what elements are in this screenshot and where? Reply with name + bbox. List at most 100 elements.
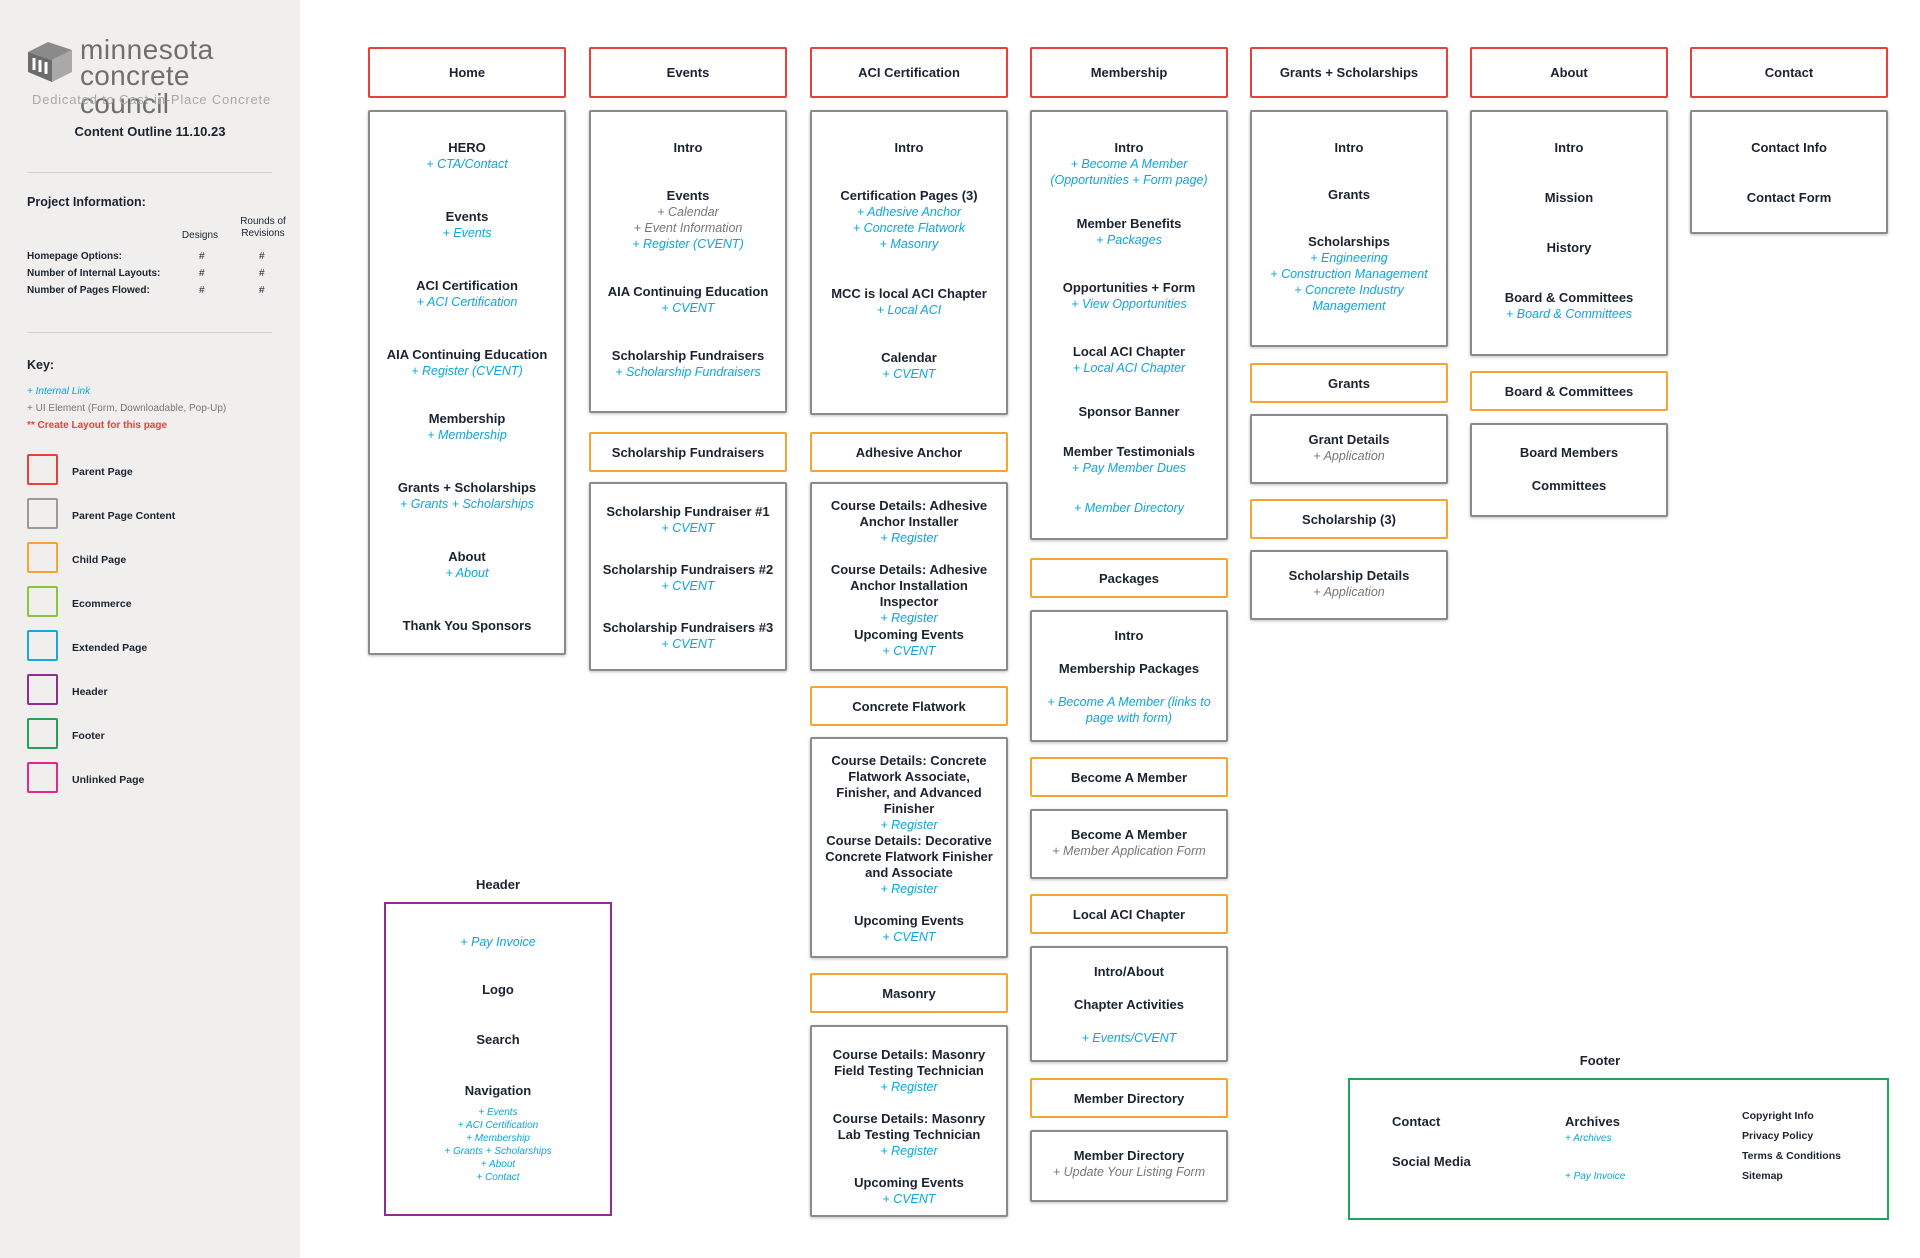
child-page-title: Grants bbox=[1328, 375, 1370, 391]
content-item-title: Intro bbox=[1334, 140, 1364, 155]
internal-link[interactable]: + Concrete Flatwork bbox=[852, 221, 966, 235]
swatch-label: Child Page bbox=[72, 554, 127, 566]
content-item-title: Events bbox=[445, 209, 489, 224]
internal-link[interactable]: + Register bbox=[880, 531, 938, 545]
project-row-designs: # bbox=[199, 251, 205, 262]
project-info-title: Project Information: bbox=[27, 195, 146, 209]
pay-invoice-link[interactable]: + Pay Invoice bbox=[460, 935, 536, 949]
content-item-title: Local ACI Chapter bbox=[1072, 344, 1186, 359]
internal-link[interactable]: + Board & Committees bbox=[1505, 307, 1633, 321]
child-page-title: Become A Member bbox=[1070, 769, 1188, 785]
internal-link[interactable]: + Packages bbox=[1096, 233, 1162, 247]
footer-privacy: Privacy Policy bbox=[1742, 1130, 1814, 1142]
internal-link[interactable]: + CVENT bbox=[882, 1192, 936, 1206]
ui-element[interactable]: + Update Your Listing Form bbox=[1052, 1165, 1206, 1179]
internal-link[interactable]: + Grants + Scholarships bbox=[399, 497, 535, 511]
grants-content: Intro Grants Scholarships+ Engineering+ … bbox=[1250, 110, 1448, 347]
internal-link[interactable]: + Scholarship Fundraisers bbox=[615, 365, 761, 379]
internal-link[interactable]: + Member Directory bbox=[1073, 501, 1185, 515]
content-item-title: Scholarship Fundraisers bbox=[611, 348, 765, 363]
page-aci-certification: ACI Certification bbox=[810, 47, 1008, 98]
internal-link[interactable]: + CVENT bbox=[661, 301, 715, 315]
content-item-title: Course Details: Adhesive Anchor Installa… bbox=[830, 562, 988, 609]
become-a-member-content: Become A Member+ Member Application Form bbox=[1030, 809, 1228, 879]
footer-archives-link[interactable]: + Archives bbox=[1565, 1133, 1612, 1144]
rounds-column-header: Rounds of Revisions bbox=[240, 216, 286, 239]
ui-element[interactable]: + Member Application Form bbox=[1052, 844, 1206, 858]
content-item-title: MCC is local ACI Chapter bbox=[831, 286, 987, 301]
internal-link[interactable]: + Membership bbox=[427, 428, 507, 442]
swatch-unlinked-page bbox=[27, 762, 58, 793]
content-item-title: Course Details: Adhesive Anchor Installe… bbox=[830, 498, 988, 529]
internal-link[interactable]: + Register bbox=[880, 611, 938, 625]
swatch-ecommerce bbox=[27, 586, 58, 617]
internal-link[interactable]: + Construction Management bbox=[1270, 267, 1428, 281]
footer-pay-invoice-link[interactable]: + Pay Invoice bbox=[1565, 1171, 1626, 1182]
nav-link-events[interactable]: + Events bbox=[478, 1107, 518, 1118]
internal-link[interactable]: + CVENT bbox=[661, 579, 715, 593]
header-search-item: Search bbox=[476, 1032, 520, 1047]
key-create-layout: ** Create Layout for this page bbox=[27, 420, 168, 431]
key-ui-element: + UI Element (Form, Downloadable, Pop-Up… bbox=[27, 403, 227, 414]
internal-link[interactable]: + Register bbox=[880, 882, 938, 896]
content-item-title: Mission bbox=[1544, 190, 1594, 205]
internal-link[interactable]: + Adhesive Anchor bbox=[856, 205, 962, 219]
brand-line1: minnesota bbox=[80, 34, 214, 65]
internal-link[interactable]: + Local ACI bbox=[876, 303, 942, 317]
internal-link[interactable]: + Register (CVENT) bbox=[411, 364, 523, 378]
internal-link[interactable]: + Become A Member bbox=[1070, 157, 1188, 171]
ui-element[interactable]: + Calendar bbox=[657, 205, 719, 219]
nav-link-contact[interactable]: + Contact bbox=[476, 1172, 520, 1183]
internal-link[interactable]: + CVENT bbox=[882, 930, 936, 944]
internal-link[interactable]: + Become A Member (links to bbox=[1047, 695, 1211, 709]
internal-link[interactable]: + CVENT bbox=[882, 644, 936, 658]
internal-link[interactable]: + CVENT bbox=[882, 367, 936, 381]
page-membership: Membership bbox=[1030, 47, 1228, 98]
header-logo-item: Logo bbox=[482, 982, 514, 997]
internal-link[interactable]: (Opportunities + Form page) bbox=[1050, 173, 1208, 187]
membership-content: Intro+ Become A Member(Opportunities + F… bbox=[1030, 110, 1228, 540]
ui-element[interactable]: + Event Information bbox=[633, 221, 743, 235]
internal-link[interactable]: + Concrete Industry bbox=[1294, 283, 1404, 297]
internal-link[interactable]: + CVENT bbox=[661, 637, 715, 651]
nav-link-grants-scholarships[interactable]: + Grants + Scholarships bbox=[444, 1146, 552, 1157]
about-content: Intro Mission History Board & Committees… bbox=[1470, 110, 1668, 356]
internal-link[interactable]: + Events/CVENT bbox=[1081, 1031, 1177, 1045]
internal-link[interactable]: + Pay Member Dues bbox=[1071, 461, 1187, 475]
nav-link-about[interactable]: + About bbox=[480, 1159, 516, 1170]
swatch-parent-page bbox=[27, 454, 58, 485]
internal-link[interactable]: + Masonry bbox=[879, 237, 939, 251]
internal-link[interactable]: + Register bbox=[880, 818, 938, 832]
swatch-label: Header bbox=[72, 686, 108, 698]
internal-link[interactable]: + Engineering bbox=[1310, 251, 1388, 265]
project-row-rounds: # bbox=[259, 251, 265, 262]
child-page-title: Adhesive Anchor bbox=[855, 444, 963, 460]
ui-element[interactable]: + Application bbox=[1313, 585, 1385, 599]
mcc-logo-mark-icon bbox=[28, 42, 72, 82]
content-item-title: Board Members bbox=[1519, 445, 1619, 460]
nav-link-aci-certification[interactable]: + ACI Certification bbox=[457, 1120, 539, 1131]
internal-link[interactable]: + Register bbox=[880, 1144, 938, 1158]
footer-sitemap: Sitemap bbox=[1742, 1170, 1783, 1182]
footer-copyright: Copyright Info bbox=[1742, 1110, 1814, 1122]
internal-link[interactable]: + About bbox=[445, 566, 489, 580]
project-row-label: Number of Internal Layouts: bbox=[27, 268, 161, 279]
internal-link[interactable]: Management bbox=[1312, 299, 1386, 313]
page-grants-scholarships: Grants + Scholarships bbox=[1250, 47, 1448, 98]
nav-link-membership[interactable]: + Membership bbox=[466, 1133, 530, 1144]
internal-link[interactable]: + Events bbox=[442, 226, 492, 240]
internal-link[interactable]: + Register bbox=[880, 1080, 938, 1094]
internal-link[interactable]: page with form) bbox=[1085, 711, 1173, 725]
content-item-title: Scholarship Fundraisers #3 bbox=[602, 620, 774, 635]
internal-link[interactable]: + View Opportunities bbox=[1071, 297, 1187, 311]
internal-link[interactable]: + CVENT bbox=[661, 521, 715, 535]
internal-link[interactable]: + CTA/Contact bbox=[426, 157, 508, 171]
internal-link[interactable]: + Local ACI Chapter bbox=[1072, 361, 1186, 375]
content-item-title: Events bbox=[666, 188, 710, 203]
internal-link[interactable]: + ACI Certification bbox=[416, 295, 518, 309]
ui-element[interactable]: + Application bbox=[1313, 449, 1385, 463]
content-item-title: Membership Packages bbox=[1058, 661, 1200, 676]
project-row-designs: # bbox=[199, 285, 205, 296]
content-item-title: AIA Continuing Education bbox=[386, 347, 548, 362]
internal-link[interactable]: + Register (CVENT) bbox=[632, 237, 744, 251]
